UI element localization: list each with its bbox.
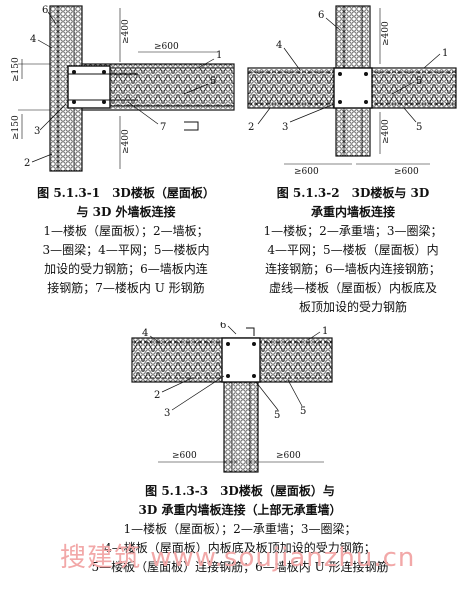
callout-2: 2 [248,122,254,133]
callout-5-upper: 5 [416,76,422,87]
dim-label-left: ≥600 [294,167,319,176]
caption-fig-2: 图 5.1.3-2 3D楼板与 3D 承重内墙板连接 1—楼板；2—承重墙；3—… [246,184,460,317]
legend-line: 接钢筋；7—楼板内 U 形钢筋 [47,281,205,295]
legend-line: 1—楼板（屋面板）；2—承重墙；3—圈梁； [123,522,357,536]
callout-3: 3 [282,122,288,133]
legend-line: 4—平网；5—楼板（屋面板）内 [267,243,439,257]
callout-1: 1 [442,48,448,59]
dim-label-bottom: ≥400 [121,129,131,154]
callout-5-lower: 5 [416,122,422,133]
legend-line: 加设的受力钢筋；6—墙板内连 [44,262,208,276]
callout-1: 1 [216,50,222,61]
caption-fig-1-title2: 与 3D 外墙板连接 [76,205,176,219]
dim-label-horizontal: ≥600 [154,42,179,52]
caption-fig-3-title: 图 5.1.3-3 3D楼板（屋面板）与 [145,484,335,498]
legend-line: 3—圈梁；4—平网；5—楼板内 [42,243,210,257]
legend-line: 5—楼板（屋面板）连接钢筋；6—墙板内 U 形连接钢筋 [91,560,389,574]
caption-fig-3-title2: 3D 承重内墙板连接（上部无承重墙） [138,503,342,517]
callout-5-right: 5 [300,406,306,417]
callout-4: 4 [30,34,36,45]
legend-line: 虚线—楼板（屋面板）内板底及 [268,281,437,295]
legend-line: 连接钢筋；6—墙板内连接钢筋； [265,262,441,276]
dim-label-top: ≥400 [381,21,391,46]
dim-label-left-top: ≥150 [11,57,21,82]
dim-label-left: ≥600 [172,451,197,461]
callout-4: 4 [276,40,282,51]
callout-4: 4 [142,328,148,339]
callout-3: 3 [34,126,40,137]
callout-1: 1 [322,326,328,337]
callout-2: 2 [154,390,160,401]
callout-6: 6 [220,322,226,331]
caption-fig-2-title: 图 5.1.3-2 3D楼板与 3D [276,186,430,200]
callout-6: 6 [42,5,48,16]
dim-label-left-bottom: ≥150 [11,115,21,140]
caption-fig-1-title: 图 5.1.3-1 3D楼板（屋面板） [37,186,215,200]
callout-6: 6 [318,10,324,21]
legend-line: 板顶加设的受力钢筋 [298,300,407,314]
watermark: 搜建筑 www.soujianzhu.cn [60,543,416,573]
callout-2: 2 [24,158,30,169]
dim-label-top: ≥400 [121,19,131,44]
legend-line: 1—楼板；2—承重墙；3—圈梁； [263,224,443,238]
dim-label-right: ≥600 [394,167,419,176]
figure-5-1-3-1-drawing: 6 4 1 5 3 2 7 ≥400 ≥600 ≥150 ≥150 ≥400 [8,4,238,176]
dim-label-bottom: ≥400 [381,119,391,144]
caption-fig-2-title2: 承重内墙板连接 [310,205,395,219]
callout-7: 7 [160,122,166,133]
bearing-wall [223,381,259,473]
callout-3: 3 [164,408,170,419]
legend-line: 4—楼板（屋面板）内板底及板顶加设的受力钢筋； [104,541,376,555]
figure-5-1-3-3-drawing: 4 1 6 2 3 5 5 ≥600 ≥600 [128,322,338,480]
callout-5-left: 5 [274,410,280,421]
callout-5: 5 [210,76,216,87]
dim-label-right: ≥600 [276,451,301,461]
caption-fig-1: 图 5.1.3-1 3D楼板（屋面板） 与 3D 外墙板连接 1—楼板（屋面板）… [12,184,240,298]
figure-5-1-3-2-drawing: 6 1 4 5 2 3 5 ≥400 ≥400 ≥600 ≥600 [244,4,460,176]
caption-fig-3: 图 5.1.3-3 3D楼板（屋面板）与 3D 承重内墙板连接（上部无承重墙） … [40,482,440,577]
legend-line: 1—楼板（屋面板）；2—墙板； [43,224,209,238]
